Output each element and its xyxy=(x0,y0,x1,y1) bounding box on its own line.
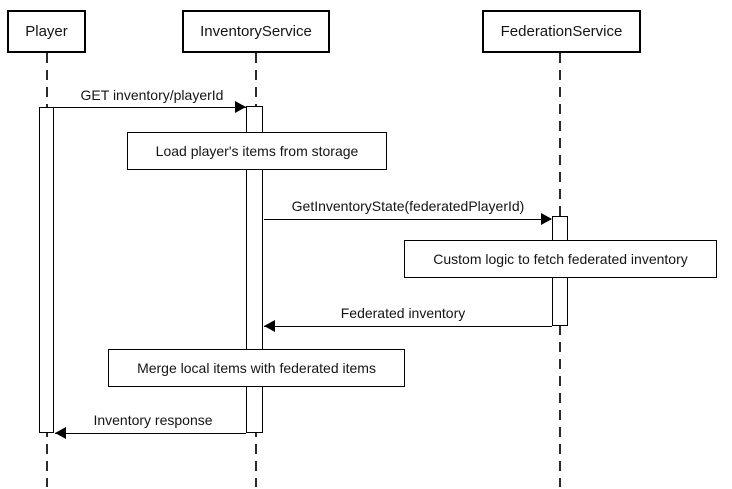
actor-label-player: Player xyxy=(25,23,68,40)
arrowhead-left-icon xyxy=(264,320,275,332)
activation-player xyxy=(39,107,54,433)
message-line-inventory-response xyxy=(55,433,246,434)
message-line-federated-inventory xyxy=(264,326,552,327)
message-label-get-inventory-state: GetInventoryState(federatedPlayerId) xyxy=(291,198,525,214)
arrowhead-left-icon xyxy=(55,427,66,439)
actor-box-inventory-service: InventoryService xyxy=(182,10,330,53)
message-line-get-inventory-state xyxy=(264,219,551,220)
actor-box-player: Player xyxy=(7,10,86,53)
actor-label-federation-service: FederationService xyxy=(500,23,623,40)
actor-box-federation-service: FederationService xyxy=(482,10,641,53)
note-merge-items-label: Merge local items with federated items xyxy=(137,360,376,376)
message-label-get-inventory: GET inventory/playerId xyxy=(80,87,224,103)
message-label-inventory-response: Inventory response xyxy=(93,412,213,428)
message-label-federated-inventory: Federated inventory xyxy=(340,305,466,321)
note-merge-items: Merge local items with federated items xyxy=(108,349,405,387)
note-load-items: Load player's items from storage xyxy=(127,132,387,170)
message-line-get-inventory xyxy=(47,107,246,108)
arrowhead-right-icon xyxy=(541,213,552,225)
actor-label-inventory-service: InventoryService xyxy=(200,23,312,40)
arrowhead-right-icon xyxy=(235,101,246,113)
note-custom-logic: Custom logic to fetch federated inventor… xyxy=(404,240,717,278)
note-custom-logic-label: Custom logic to fetch federated inventor… xyxy=(433,251,688,267)
note-load-items-label: Load player's items from storage xyxy=(155,143,359,159)
